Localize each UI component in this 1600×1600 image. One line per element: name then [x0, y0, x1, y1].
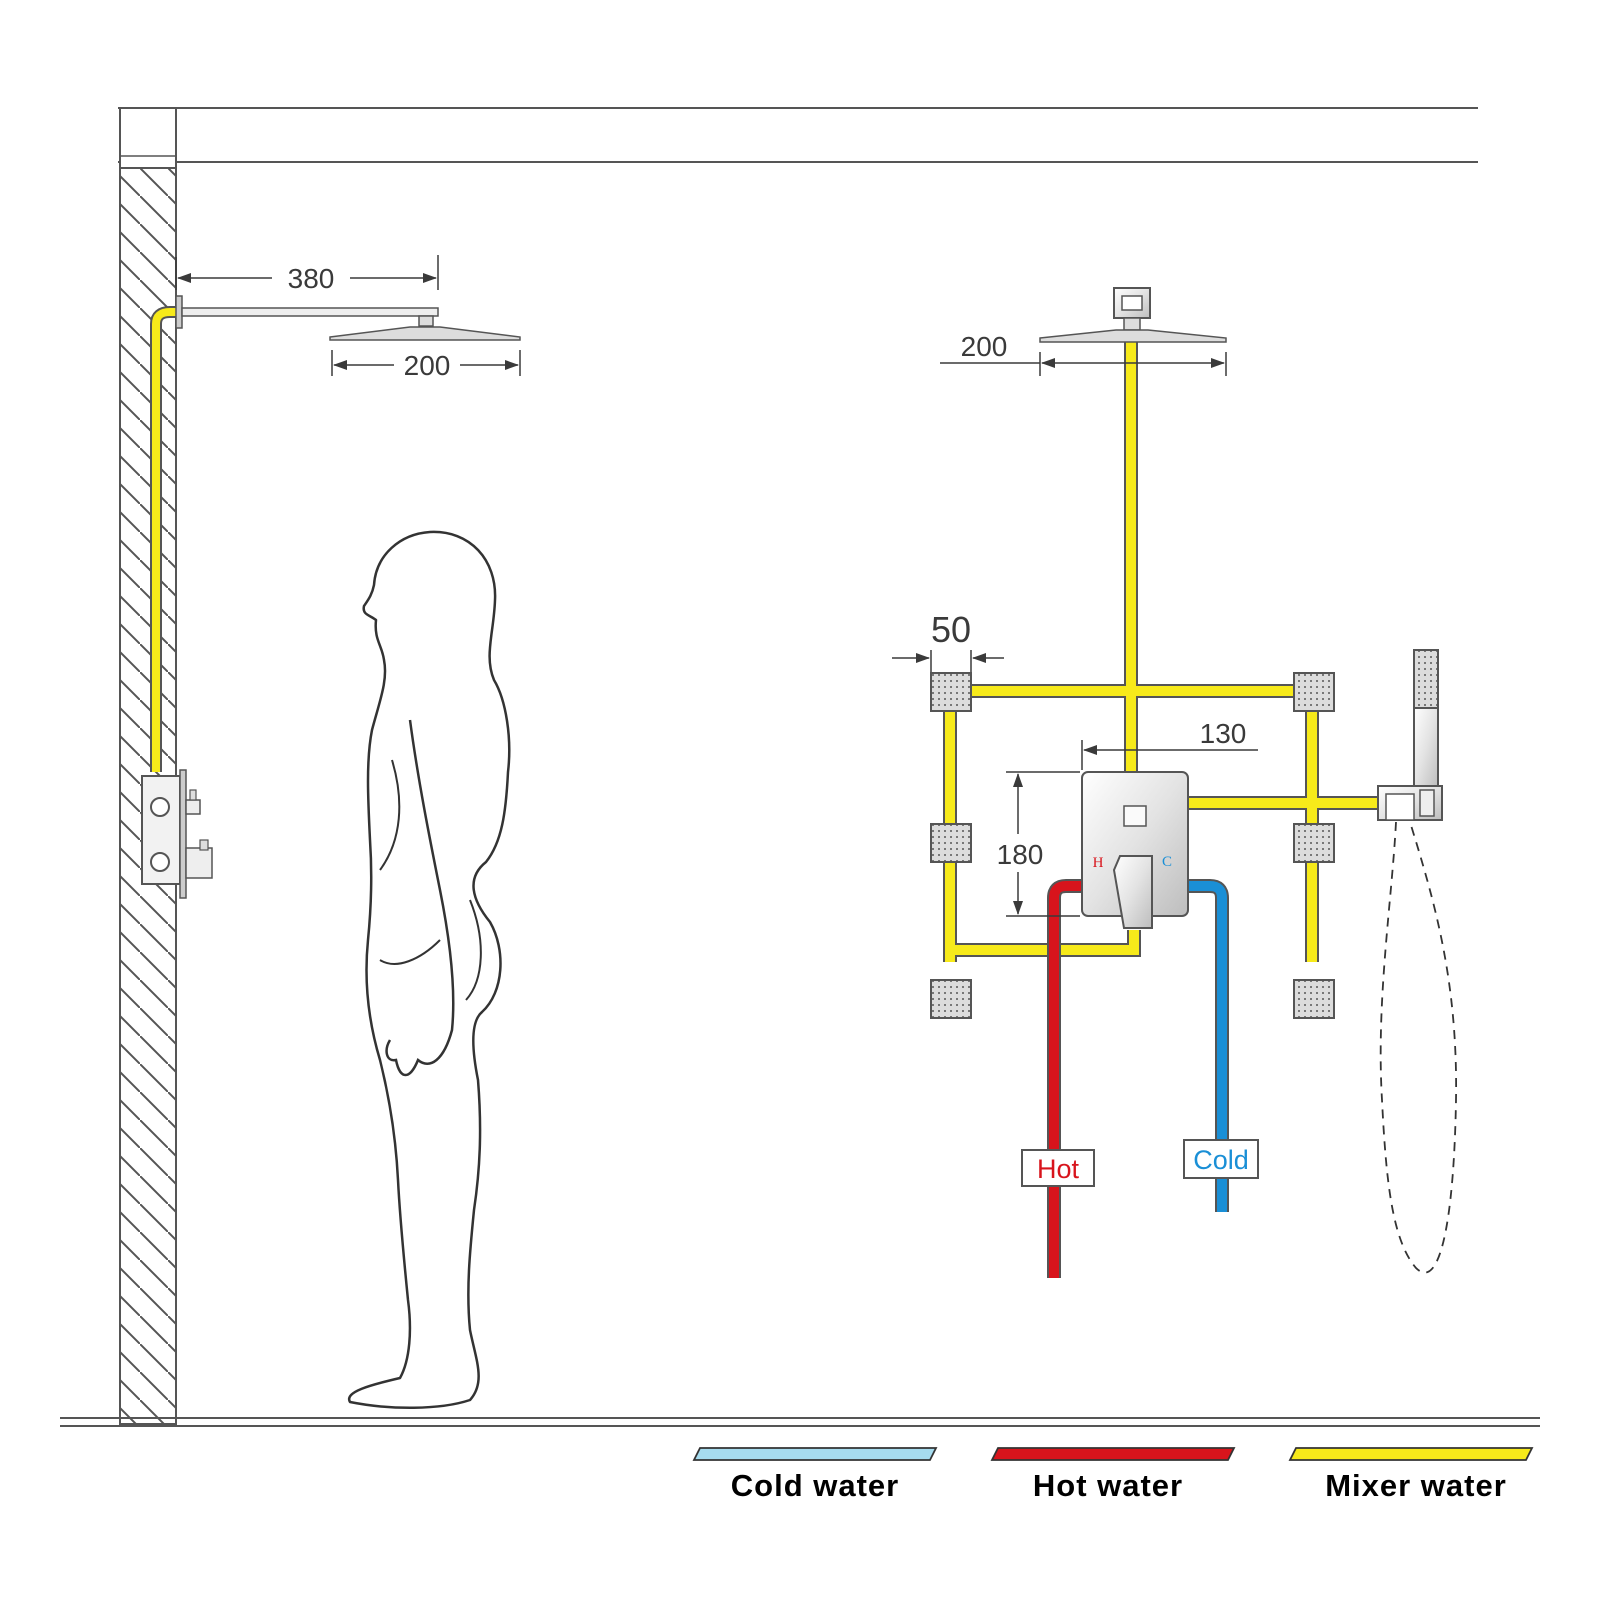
- legend-mixer-water: Mixer water: [1288, 1447, 1534, 1503]
- svg-text:Hot: Hot: [1037, 1154, 1080, 1184]
- svg-text:Cold water: Cold water: [731, 1468, 899, 1503]
- cold-water-pipe: [1186, 879, 1229, 1212]
- svg-text:Cold: Cold: [1193, 1145, 1249, 1175]
- hot-mark: H: [1093, 855, 1104, 871]
- dimension-200-front: 200: [961, 331, 1008, 362]
- side-valve: [141, 769, 213, 899]
- body-jet: [1293, 672, 1335, 712]
- rain-shower-head-side: [329, 326, 521, 341]
- body-jet: [930, 823, 972, 863]
- mixing-valve: H C: [1081, 771, 1189, 929]
- diverter-knob: [1123, 805, 1147, 827]
- shower-arm: [181, 307, 439, 317]
- human-figure-detail: [379, 759, 482, 1001]
- dimension-180: 180: [997, 839, 1044, 870]
- body-jet: [930, 979, 972, 1019]
- svg-text:Hot water: Hot water: [1033, 1468, 1183, 1503]
- hot-water-pipe: [1047, 879, 1084, 1278]
- front-dimension-lines: 200 50 130 180: [892, 331, 1258, 917]
- valve-lever: [1112, 855, 1153, 929]
- dimension-200-side: 200: [404, 350, 451, 381]
- body-jets: [930, 672, 1335, 1019]
- human-figure-arm: [385, 719, 455, 1077]
- legend-cold-water: Cold water: [692, 1447, 938, 1503]
- body-jet: [930, 672, 972, 712]
- front-view-piping: H C Hot Cold: [930, 287, 1457, 1278]
- hot-supply-tag: Hot: [1021, 1149, 1095, 1187]
- body-jet: [1293, 979, 1335, 1019]
- legend: Cold water Hot water Mixer water: [692, 1447, 1534, 1503]
- dimension-50: 50: [931, 609, 971, 650]
- human-figure-outline: [347, 530, 511, 1409]
- svg-text:Mixer water: Mixer water: [1325, 1468, 1507, 1503]
- hand-shower: [1377, 649, 1457, 1274]
- body-jet: [1293, 823, 1335, 863]
- cold-mark: C: [1162, 854, 1172, 870]
- side-view-shower: [141, 295, 521, 899]
- legend-hot-water: Hot water: [990, 1447, 1236, 1503]
- dimension-380: 380: [288, 263, 335, 294]
- rain-shower-head-front: [1039, 287, 1227, 343]
- dimension-130: 130: [1200, 718, 1247, 749]
- side-dimension-lines: 380 200: [175, 255, 521, 381]
- cold-supply-tag: Cold: [1183, 1139, 1259, 1179]
- shower-hose: [1379, 821, 1457, 1274]
